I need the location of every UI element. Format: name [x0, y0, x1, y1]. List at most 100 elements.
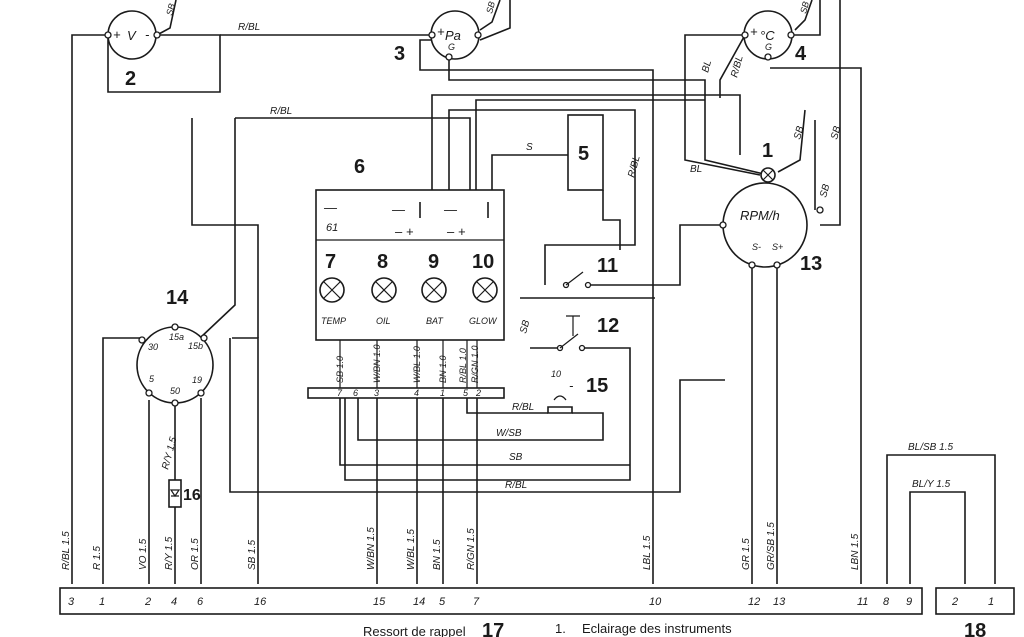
bus-label-wbl: W/BL 1.0 [412, 346, 422, 383]
terminal-61: 61 [326, 222, 338, 234]
label-r-y: R/Y 1.5 [160, 435, 179, 470]
warning-light-temp: 7 TEMP [319, 251, 346, 326]
connector-17-pin-16: 16 [254, 596, 267, 608]
ignition-switch: 15a 30 15b 5 50 19 14 [136, 287, 214, 407]
control-unit-number: 6 [354, 156, 365, 178]
wire-sb-to-rpm [820, 0, 841, 226]
control-unit: 6 — 61 — — – + – + 7 TEMP 8 OIL 9 BAT 10 [315, 156, 505, 341]
label-sb-a: SB [792, 125, 806, 141]
label-bl-mid: BL [690, 164, 702, 175]
wire-loop-2 [448, 109, 636, 285]
label-sb-lower: SB [509, 452, 523, 463]
wire-pa-sb [479, 0, 501, 31]
warning-bat-number: 9 [428, 251, 439, 273]
captions: Ressort de rappel 17 1. Eclairage des in… [363, 620, 986, 637]
bus-pin-1: 1 [440, 388, 445, 398]
switch-12: 12 [556, 315, 619, 352]
connector-17-pin-3: 3 [68, 596, 75, 608]
bus-connector: SB 1.0 W/BN 1.0 W/BL 1.0 BN 1.0 R/BL 1.0… [307, 340, 505, 399]
wire-fuse [466, 397, 548, 414]
wire-r-bl-vert [602, 190, 621, 250]
connector-17-wire-label: OR 1.5 [190, 538, 201, 570]
warning-light-oil: 8 OIL [371, 251, 397, 326]
ignition-pin-30: 30 [148, 342, 158, 352]
caption-left-text: Ressort de rappel [363, 624, 466, 637]
wire-pin-9 [909, 491, 966, 584]
instrument-lamp: 1 [760, 140, 776, 183]
temp-symbol: °C [760, 28, 775, 43]
terminal-61-bar: — [323, 200, 338, 215]
connector-18-pin-2: 2 [951, 596, 958, 608]
wire-r-bl-right [719, 34, 746, 98]
unit-bar-b: — [443, 202, 458, 217]
wire-temp-right [790, 0, 821, 36]
connector-17-wire-label: R 1.5 [92, 546, 103, 570]
wire-pin-10 [419, 39, 654, 584]
connector-17-wire-label: W/BL 1.5 [406, 529, 417, 570]
wire-pin-3 [71, 34, 108, 584]
pressure-pin-sb: SB [484, 0, 497, 14]
unit-bar-a: — [391, 202, 406, 217]
relay-number: 5 [578, 143, 589, 165]
label-r-bl-fuse: R/BL [512, 402, 534, 413]
fuse-value: 10 [551, 369, 561, 379]
connector-17-pin-12: 12 [748, 596, 760, 608]
connector-17-pin-9: 9 [906, 596, 912, 608]
relay: 5 [567, 114, 604, 191]
warning-temp-label: TEMP [321, 316, 346, 326]
wire-temp-sb [794, 0, 813, 31]
fuse-minus: - [569, 378, 574, 393]
warning-oil-label: OIL [376, 316, 391, 326]
ignition-pin-50: 50 [170, 386, 180, 396]
label-s: S [526, 142, 533, 153]
connector-18: 2 1 [935, 587, 1015, 615]
bus-label-sb: SB 1.0 [335, 356, 345, 383]
pressure-number: 3 [394, 43, 405, 65]
fuse: 10 - 15 [547, 369, 608, 414]
connector-17-wire-label: SB 1.5 [247, 540, 258, 570]
label-bl-sb-15: BL/SB 1.5 [908, 442, 953, 453]
bus-pin-6: 6 [353, 388, 358, 398]
caption-list-index: 1. [555, 621, 566, 636]
voltmeter-symbol: V [127, 28, 137, 43]
connector-18-pin-1: 1 [988, 596, 994, 608]
wire-voltmeter-sb [156, 0, 177, 36]
warning-oil-number: 8 [377, 251, 388, 273]
switch-11-number: 11 [597, 255, 618, 277]
unit-signs-b: – + [446, 224, 466, 239]
wires [71, 0, 996, 584]
pressure-plus: + [437, 24, 445, 39]
ignition-pin-19: 19 [192, 375, 202, 385]
bus-pin-5: 5 [463, 388, 469, 398]
wire-pin-11 [770, 67, 862, 584]
connector-17-pin-5: 5 [439, 596, 446, 608]
warning-temp-number: 7 [325, 251, 336, 273]
wire-bl-left [684, 34, 761, 176]
connector-17-pin-14: 14 [413, 596, 425, 608]
wire-pa-top-right [479, 0, 511, 41]
caption-left-number: 17 [482, 620, 504, 637]
connector-17-wire-label: W/BN 1.5 [366, 527, 377, 570]
caption-list-text: Eclairage des instruments [582, 621, 732, 636]
switch-12-number: 12 [597, 315, 619, 337]
wire-pa-g [448, 57, 769, 176]
warning-light-bat: 9 BAT [421, 251, 447, 326]
connector-17-pin-7: 7 [473, 596, 480, 608]
wire-r-bl-mid-top [235, 117, 471, 190]
temperature-gauge: + °C G SB 4 [741, 0, 811, 65]
ignition-pin-15b: 15b [188, 341, 203, 351]
wire-labels: R/BL R/BL S R/BL BL R/BL BL SB SB SB SB … [160, 22, 953, 491]
warning-glow-number: 10 [472, 251, 494, 273]
bus-pin-4: 4 [414, 388, 419, 398]
label-sb-c: SB [818, 183, 832, 199]
wire-top-loop [431, 94, 741, 190]
warning-bat-label: BAT [426, 316, 444, 326]
pressure-symbol: Pa [445, 28, 461, 43]
label-w-sb: W/SB [496, 428, 522, 439]
temp-ground: G [765, 42, 772, 52]
rpm-s-minus: S- [752, 242, 761, 252]
connector-17-wire-label: R/BL 1.5 [61, 531, 72, 570]
